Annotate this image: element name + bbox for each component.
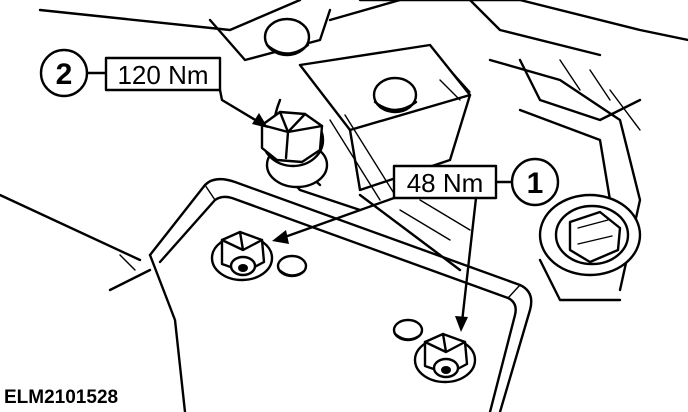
bolt-120nm [260, 110, 329, 189]
callout-1: 48 Nm 1 [272, 157, 560, 332]
callout-1-leader-lower [460, 196, 478, 324]
callout-1-leader-upper [280, 196, 396, 240]
callout-2-label-box [104, 56, 222, 92]
bolt-48nm-upper [210, 230, 274, 282]
callout-1-torque-label: 48 Nm [407, 168, 484, 198]
figure-reference-code: ELM2101528 [4, 387, 118, 408]
callout-2: 2 120 Nm [39, 48, 268, 128]
callout-2-torque-label: 120 Nm [117, 60, 208, 90]
bolt-48nm-lower [413, 332, 477, 384]
callout-1-number: 1 [527, 167, 544, 200]
callout-1-circle [510, 157, 560, 207]
callout-2-number: 2 [56, 58, 73, 91]
callout-2-leader-arrow [218, 88, 264, 126]
